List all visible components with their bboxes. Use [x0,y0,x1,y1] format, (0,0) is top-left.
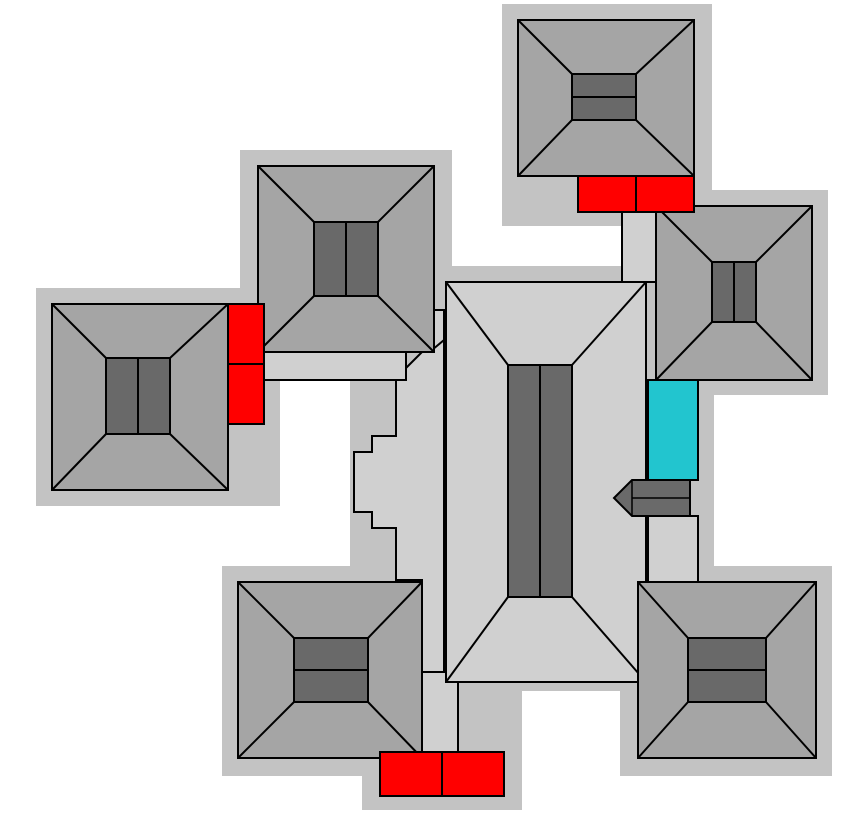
door-west[interactable] [227,303,265,425]
tower-west [51,303,229,491]
shrine-marker [612,479,691,517]
door-east[interactable] [647,379,699,481]
tower-north [517,19,695,177]
central-hall [445,281,647,683]
door-south[interactable] [379,751,505,797]
tower-southwest [237,581,423,759]
tower-southeast [637,581,817,759]
door-north[interactable] [577,175,695,213]
tower-east [655,205,813,381]
tower-northwest [257,165,435,353]
